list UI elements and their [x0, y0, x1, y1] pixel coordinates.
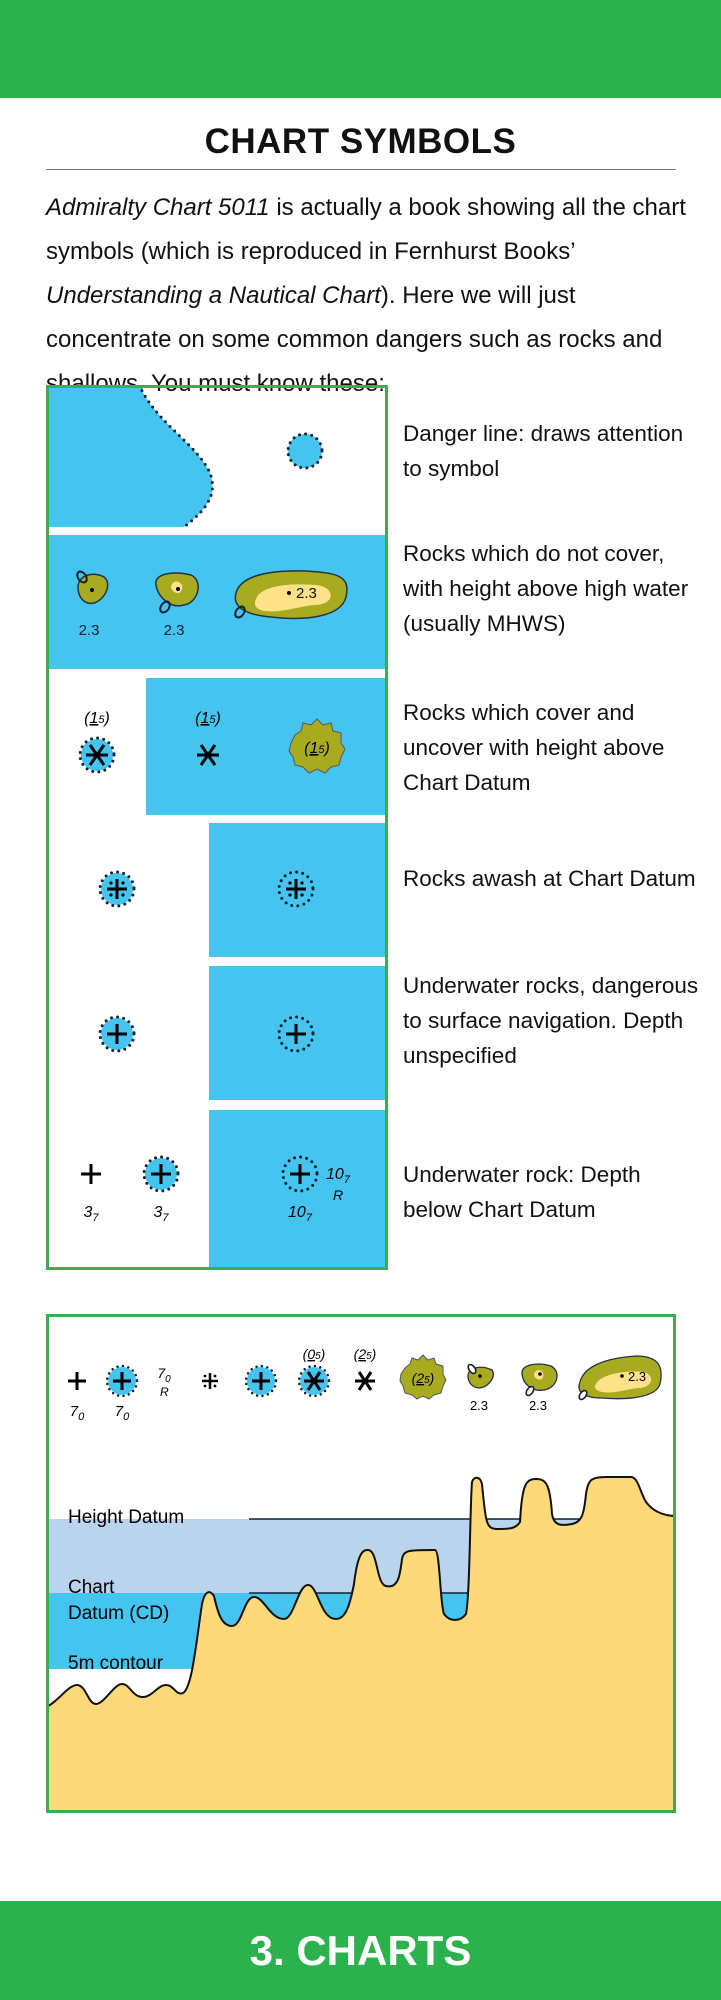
drying-rock-asterisk-icon — [197, 744, 219, 766]
svg-text:(25): (25) — [412, 1370, 435, 1386]
symbol-legend-figure: 2.3 2.3 2.3 (15) (15) (15) 37 37 107 107… — [46, 385, 388, 1270]
seabed-profile-figure: Height Datum Chart Datum (CD) 5m contour… — [46, 1314, 676, 1813]
islet-height: 2.3 — [628, 1369, 646, 1384]
danger-line-shore — [46, 385, 213, 527]
symbol-description: Underwater rock: Depth below Chart Datum — [403, 1162, 641, 1222]
symbol-description: Underwater rocks, dangerous to surface n… — [403, 973, 699, 1068]
symbol-description: Danger line: draws attention to symbol — [403, 421, 684, 481]
medium-islet-icon — [155, 572, 199, 614]
underwater-rock-icon — [244, 1364, 278, 1398]
depth-label: 37 — [83, 1204, 99, 1224]
symbol-description: Rocks which cover and uncover with heigh… — [403, 700, 665, 795]
chapter-footer: 3. CHARTS — [0, 1901, 721, 2000]
svg-text:(15): (15) — [304, 740, 330, 757]
drying-rock-area-icon: (25) — [399, 1354, 447, 1400]
drying-rock-asterisk-icon — [355, 1371, 375, 1391]
water-band — [209, 1110, 388, 1270]
depth-label: 107 — [288, 1204, 313, 1224]
intro-segment: is actually a book showing all the chart… — [46, 194, 686, 265]
large-islet-icon — [578, 1355, 662, 1401]
chart-datum-label: Chart — [68, 1577, 115, 1598]
height-datum-label: Height Datum — [68, 1507, 184, 1528]
drying-height-label: (15) — [195, 710, 221, 727]
rock-awash-icon — [98, 870, 136, 908]
depth-label: 70 — [115, 1403, 130, 1423]
figure-border — [46, 1314, 676, 1813]
drying-height-label: (15) — [84, 710, 110, 727]
drying-rock-area-icon: (15) — [288, 718, 346, 774]
title-divider — [46, 169, 676, 170]
islet-height: 2.3 — [296, 585, 317, 602]
page-title: CHART SYMBOLS — [204, 122, 517, 161]
rock-letter: R — [333, 1187, 343, 1203]
rock-letter: R — [160, 1385, 169, 1399]
medium-islet-icon — [521, 1363, 558, 1397]
intro-segment: Admiralty Chart 5011 — [46, 194, 270, 221]
seabed-land — [46, 1476, 676, 1813]
underwater-rock-icon — [98, 1015, 136, 1053]
rock-depth-circle-icon — [142, 1155, 180, 1193]
depth-label: 37 — [153, 1204, 169, 1224]
intro-paragraph: Admiralty Chart 5011 is actually a book … — [46, 186, 686, 406]
symbol-description: Rocks which do not cover, with height ab… — [403, 541, 689, 636]
rock-awash-icon — [277, 870, 315, 908]
figure-border — [46, 385, 388, 1270]
drying-rock-circle-icon — [78, 736, 116, 774]
water-band — [146, 678, 388, 815]
rock-depth-circle-icon — [105, 1364, 139, 1398]
danger-circle-icon — [286, 432, 324, 470]
rock-plus-icon — [81, 1164, 101, 1184]
drying-rock-circle-icon — [297, 1364, 331, 1398]
depth-label: 70 — [157, 1365, 171, 1385]
intro-segment: Understanding a Nautical Chart — [46, 282, 381, 309]
islet-height: 2.3 — [529, 1398, 547, 1413]
islet-height: 2.3 — [164, 622, 185, 639]
contour-label: 5m contour — [68, 1653, 164, 1674]
islet-height: 2.3 — [470, 1398, 488, 1413]
rock-plus-icon — [68, 1372, 86, 1390]
chart-datum-label: Datum (CD) — [68, 1603, 169, 1624]
symbol-description: Rocks awash at Chart Datum — [403, 866, 696, 891]
rock-awash-icon — [202, 1373, 218, 1389]
large-islet-icon — [234, 570, 348, 620]
top-banner — [0, 0, 721, 98]
rock-depth-circle-icon — [281, 1155, 319, 1193]
underwater-rock-icon — [277, 1015, 315, 1053]
danger-line-dots — [137, 385, 214, 529]
depth-label: 107 — [326, 1166, 351, 1186]
small-islet-icon — [467, 1363, 494, 1389]
small-islet-icon — [76, 570, 109, 605]
islet-height: 2.3 — [79, 622, 100, 639]
drying-height-label: (05) — [303, 1346, 326, 1362]
drying-height-label: (25) — [354, 1346, 377, 1362]
depth-label: 70 — [70, 1403, 85, 1423]
